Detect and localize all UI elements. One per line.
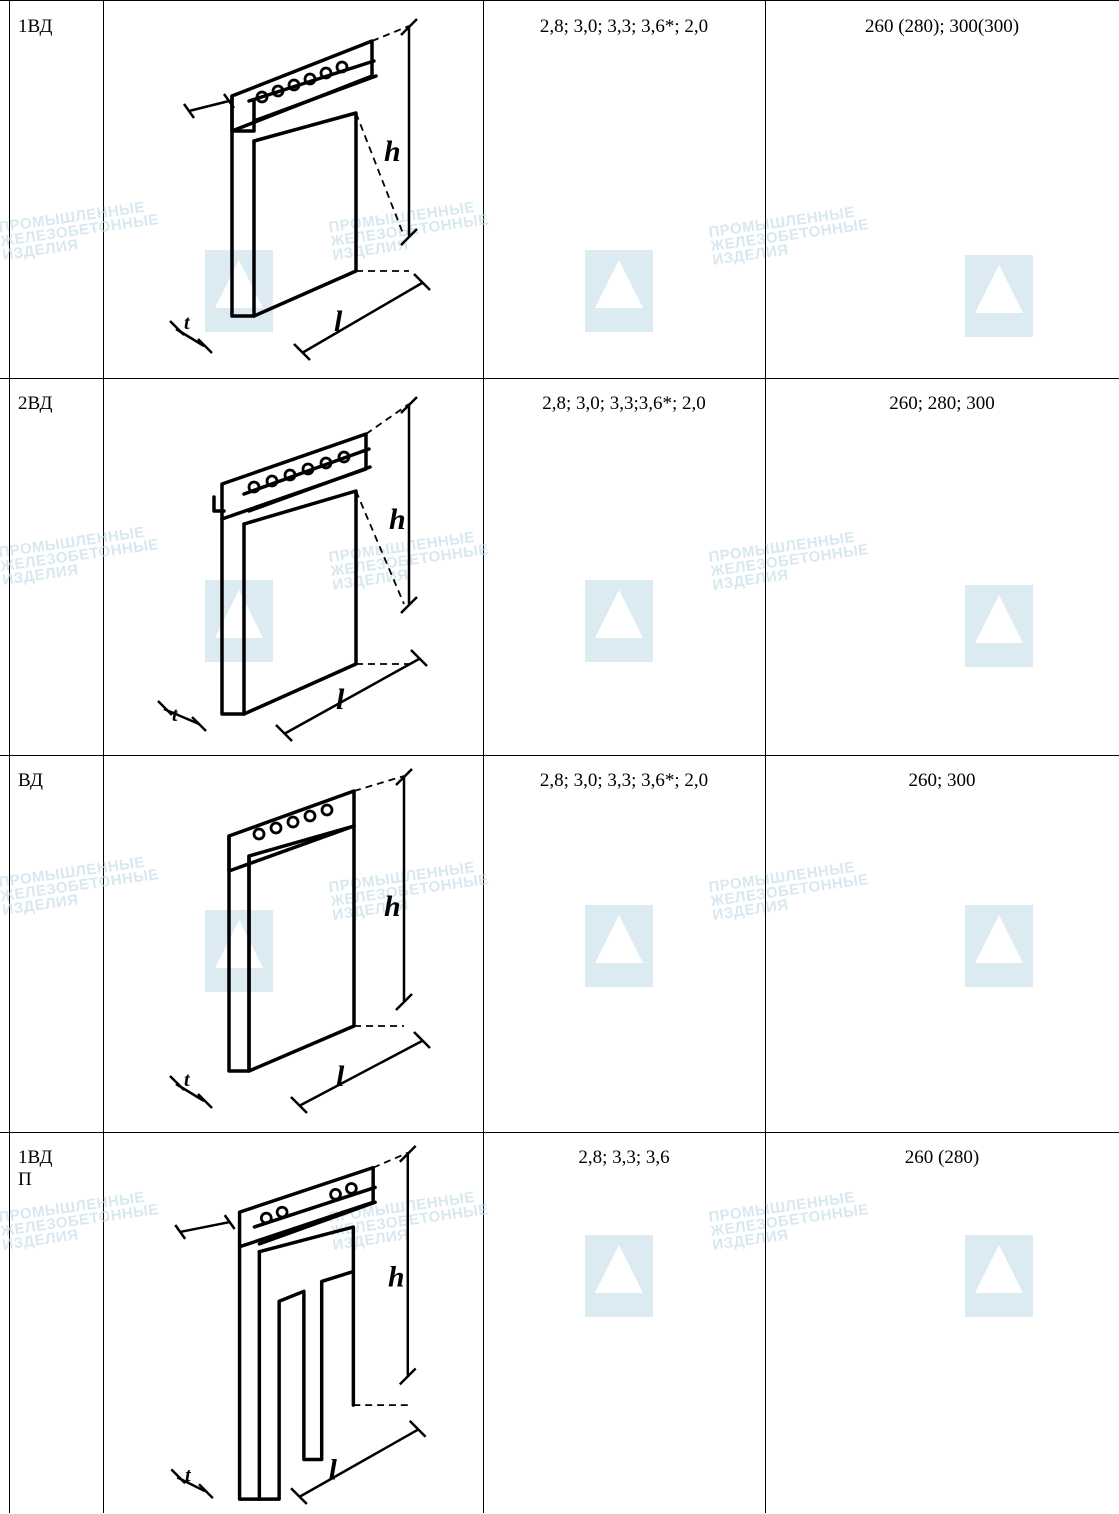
watermark-logo-icon xyxy=(965,1235,1033,1317)
panel-drawing-2vd: h l t xyxy=(104,379,482,755)
row-code-line-1: 1ВД xyxy=(18,1147,53,1168)
watermark-logo-icon xyxy=(965,905,1033,987)
dimension-label-thickness: t xyxy=(184,312,191,334)
watermark-logo-icon xyxy=(965,585,1033,667)
dimension-label-length: l xyxy=(336,683,345,716)
column-divider-2 xyxy=(483,0,484,1513)
watermark-logo-icon xyxy=(205,580,273,662)
watermark-logo-icon xyxy=(585,1235,653,1317)
panel-drawing-1vdp: h l t xyxy=(104,1133,482,1509)
row-heights: 2,8; 3,0; 3,3;3,6*; 2,0 xyxy=(542,393,706,414)
row-code: 1ВД xyxy=(18,16,53,37)
watermark-logo-icon xyxy=(585,580,653,662)
row-divider-1 xyxy=(0,378,1119,379)
row-heights: 2,8; 3,0; 3,3; 3,6*; 2,0 xyxy=(539,16,709,37)
watermark-logo-icon xyxy=(585,905,653,987)
watermark-logo-icon xyxy=(585,250,653,332)
dimension-label-height: h xyxy=(384,890,401,923)
table-border-top xyxy=(0,0,1119,1)
watermark-logo-icon xyxy=(965,255,1033,337)
dimension-label-length: l xyxy=(334,305,343,338)
row-widths: 260; 300 xyxy=(908,770,976,791)
row-divider-2 xyxy=(0,755,1119,756)
dimension-label-thickness: t xyxy=(185,1464,191,1486)
column-divider-3 xyxy=(765,0,766,1513)
dimension-label-height: h xyxy=(384,135,401,168)
row-code-line-2: П xyxy=(18,1169,32,1190)
dimension-label-length: l xyxy=(336,1060,345,1093)
row-widths: 260 (280); 300(300) xyxy=(864,16,1020,37)
row-heights: 2,8; 3,3; 3,6 xyxy=(578,1147,670,1168)
dimension-label-thickness: t xyxy=(184,1069,191,1091)
row-code: 2ВД xyxy=(18,393,53,414)
row-widths: 260 (280) xyxy=(904,1147,980,1168)
row-widths: 260; 280; 300 xyxy=(889,393,995,414)
row-divider-3 xyxy=(0,1132,1119,1133)
panel-drawing-vd: h l t xyxy=(104,756,482,1132)
row-code: ВД xyxy=(18,770,43,791)
table-border-left xyxy=(9,0,10,1513)
watermark-logo-icon xyxy=(205,910,273,992)
dimension-label-length: l xyxy=(329,1454,338,1486)
dimension-label-thickness: t xyxy=(172,704,179,726)
row-heights: 2,8; 3,0; 3,3; 3,6*; 2,0 xyxy=(539,770,709,791)
dimension-label-height: h xyxy=(389,503,406,536)
dimension-label-height: h xyxy=(388,1261,405,1293)
watermark-logo-icon xyxy=(205,250,273,332)
panel-drawing-1vd: h l t xyxy=(104,1,482,377)
column-divider-1 xyxy=(103,0,104,1513)
